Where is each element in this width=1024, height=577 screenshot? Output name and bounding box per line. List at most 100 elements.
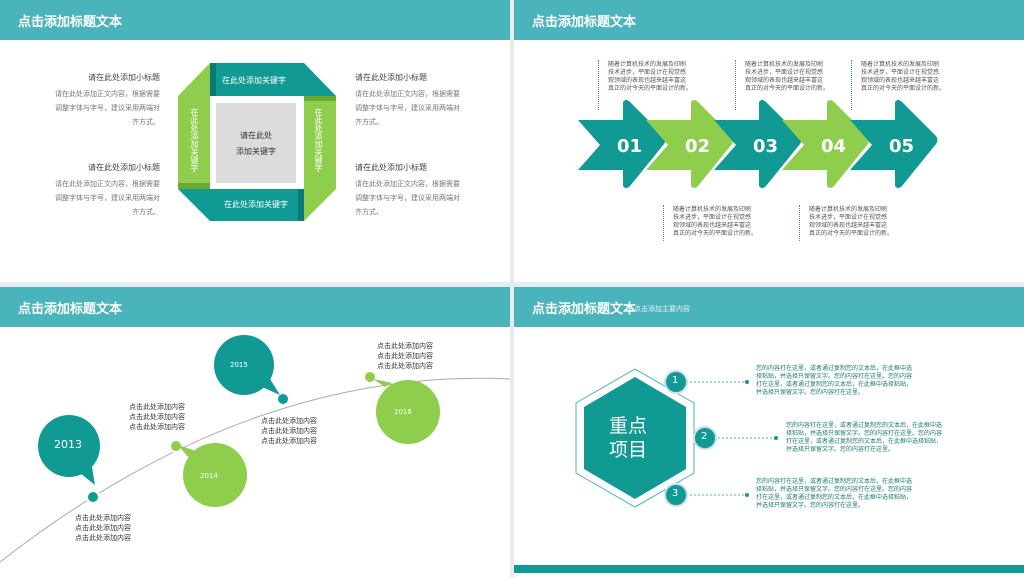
number-1: 1 <box>672 375 679 386</box>
connector-line <box>735 60 737 110</box>
text-line: 点击此处添加内容 <box>261 417 317 425</box>
timeline-curve <box>0 335 510 563</box>
slide-3[interactable]: 点击添加标题文本 2013 2014 2015 2016 点击此处添加内容点击此… <box>0 287 510 577</box>
text-line: 择粘贴，并选择只保留文字。您的内容打在这里。您的内容 <box>756 373 913 380</box>
text-line: 点击此处添加内容 <box>129 413 185 421</box>
timeline-dot <box>169 439 183 453</box>
body-line: 齐方式。 <box>355 118 383 126</box>
center-text-1: 重点 <box>609 415 648 437</box>
slide-header: 点击添加标题文本 <box>0 287 510 327</box>
subtitle: 请在此处添加小标题 <box>88 73 160 82</box>
slide-4[interactable]: 点击添加标题文本点击添加主要内容 重点 项目 1 2 3 您的内容打在这里，或者… <box>514 287 1024 577</box>
arrow-label: 03 <box>753 136 779 157</box>
timeline-dot <box>276 392 290 406</box>
left-band <box>178 63 210 189</box>
text-line: 点击此处添加内容 <box>261 437 317 445</box>
body-line: 齐方式。 <box>132 208 160 216</box>
text-line: 您的内容打在这里，或者通过复制您的文本后，在此框中选 <box>756 365 913 372</box>
arrow-label: 04 <box>821 136 847 157</box>
text-line: 并选择只保留文字。您的内容打在这里。 <box>756 389 865 396</box>
connector-line <box>663 205 665 241</box>
keyword-left: 在此处添加关键字 <box>190 108 199 172</box>
text-line: 择粘贴，并选择只保留文字。您的内容打在这里。您的内容 <box>786 430 943 437</box>
text-line: 技术进步，平面设计在视觉感 <box>861 69 940 76</box>
text-line: 点击此处添加内容 <box>129 423 185 431</box>
slide-title: 点击添加标题文本 <box>532 15 637 30</box>
body-line: 调整字体与字号，建议采用两端对 <box>55 194 160 202</box>
text-line: 打在这里，或者通过复制您的文本后，在此框中选择粘贴， <box>756 494 913 501</box>
text-line: 您的内容打在这里，或者通过复制您的文本后，在此框中选 <box>756 478 913 485</box>
text-line: 技术进步，平面设计在视觉感 <box>745 69 824 76</box>
text-block: 随着计算机技术的发展及印刷技术进步，平面设计在视觉感观领域的表现也越来越丰富这真… <box>809 206 893 238</box>
bubble-2013 <box>38 415 100 477</box>
text-line: 打在这里，或者通过复制您的文本后，在此框中选择粘贴， <box>786 438 943 445</box>
text-line: 点击此处添加内容 <box>377 352 433 360</box>
slide-header: 点击添加标题文本点击添加主要内容 <box>514 287 1024 327</box>
text-line: 并选择只保留文字。您的内容打在这里。 <box>756 502 865 509</box>
text-line: 技术进步，平面设计在视觉感 <box>809 214 888 221</box>
body-line: 请在此处添加正文内容，根据需要 <box>55 180 160 188</box>
body-line: 齐方式。 <box>355 208 383 216</box>
keyword-right: 在此处添加关键字 <box>314 108 323 172</box>
text-block: 请在此处添加小标题请在此处添加正文内容，根据需要调整字体与字号，建议采用两端对齐… <box>48 162 160 219</box>
center-text-2: 添加关键字 <box>236 147 276 156</box>
slide-2[interactable]: 点击添加标题文本 随着计算机技术的发展及印刷技术进步，平面设计在视觉感观领域的表… <box>514 0 1024 282</box>
text-line: 技术进步，平面设计在视觉感 <box>673 214 752 221</box>
center-text-2: 项目 <box>609 439 648 461</box>
year-2013: 2013 <box>54 438 82 451</box>
subtitle: 请在此处添加小标题 <box>355 163 427 172</box>
slide-title: 点击添加标题文本 <box>532 302 637 317</box>
text-line: 点击此处添加内容 <box>129 403 185 411</box>
text-block: 随着计算机技术的发展及印刷技术进步，平面设计在视觉感观领域的表现也越来越丰富这真… <box>673 206 757 238</box>
text-block: 点击此处添加内容点击此处添加内容点击此处添加内容 <box>261 416 317 446</box>
center-text-1: 请在此处 <box>240 131 272 140</box>
text-block: 您的内容打在这里，或者通过复制您的文本后，在此框中选择粘贴，并选择只保留文字。您… <box>756 478 912 510</box>
slide-1[interactable]: 点击添加标题文本 请在此处添加小标题请在此处添加正文内容，根据需要调整字体与字号… <box>0 0 510 282</box>
slide-header: 点击添加标题文本 <box>0 0 510 40</box>
body-line: 请在此处添加正文内容，根据需要 <box>55 90 160 98</box>
hexagon-diagram <box>514 368 1024 573</box>
year-2014: 2014 <box>200 472 218 480</box>
connector-line <box>851 60 853 110</box>
text-line: 并选择只保留文字。您的内容打在这里。 <box>786 446 895 453</box>
slide-subtitle: 点击添加主要内容 <box>634 305 690 313</box>
hexagon-outline <box>575 368 695 508</box>
year-2016: 2016 <box>394 408 412 416</box>
text-line: 随着计算机技术的发展及印刷 <box>861 61 940 68</box>
text-block: 随着计算机技术的发展及印刷技术进步，平面设计在视觉感观领域的表现也越来越丰富这真… <box>745 61 829 93</box>
text-line: 真正的对今天的平面设计的新。 <box>673 230 758 237</box>
slide-title: 点击添加标题文本 <box>18 15 123 30</box>
text-line: 技术进步，平面设计在视觉感 <box>608 69 687 76</box>
text-line: 点击此处添加内容 <box>261 427 317 435</box>
text-line: 随着计算机技术的发展及印刷 <box>673 206 752 213</box>
body-line: 调整字体与字号，建议采用两端对 <box>55 104 160 112</box>
text-line: 点击此处添加内容 <box>75 534 131 542</box>
text-line: 点击此处添加内容 <box>75 514 131 522</box>
arrow-2 <box>646 100 734 188</box>
text-block: 您的内容打在这里，或者通过复制您的文本后，在此框中选择粘贴，并选择只保留文字。您… <box>756 365 912 397</box>
text-line: 点击此处添加内容 <box>377 342 433 350</box>
arrow-3 <box>714 100 802 188</box>
arrow-label: 02 <box>685 136 711 157</box>
bottom-band <box>178 189 304 221</box>
arrow-5 <box>850 100 938 188</box>
text-block: 点击此处添加内容点击此处添加内容点击此处添加内容 <box>129 402 185 432</box>
arrow-4 <box>782 100 870 188</box>
text-line: 观领域的表现也越来越丰富这 <box>809 222 888 229</box>
body-line: 调整字体与字号，建议采用两端对 <box>355 194 460 202</box>
text-line: 观领域的表现也越来越丰富这 <box>745 77 824 84</box>
slide-title: 点击添加标题文本 <box>18 302 123 317</box>
number-circles <box>664 370 717 507</box>
arrow-1 <box>578 100 666 188</box>
text-line: 真正的对今天的平面设计的新。 <box>608 85 693 92</box>
text-block: 请在此处添加小标题请在此处添加正文内容，根据需要调整字体与字号，建议采用两端对齐… <box>355 162 467 219</box>
text-line: 随着计算机技术的发展及印刷 <box>608 61 687 68</box>
bubble-2016 <box>376 380 440 444</box>
center-box <box>216 103 296 183</box>
text-block: 请在此处添加小标题请在此处添加正文内容，根据需要调整字体与字号，建议采用两端对齐… <box>355 72 467 129</box>
text-line: 随着计算机技术的发展及印刷 <box>809 206 888 213</box>
text-block: 点击此处添加内容点击此处添加内容点击此处添加内容 <box>377 341 433 371</box>
subtitle: 请在此处添加小标题 <box>88 163 160 172</box>
slide-header: 点击添加标题文本 <box>514 0 1024 40</box>
bubble-2014 <box>183 443 247 507</box>
